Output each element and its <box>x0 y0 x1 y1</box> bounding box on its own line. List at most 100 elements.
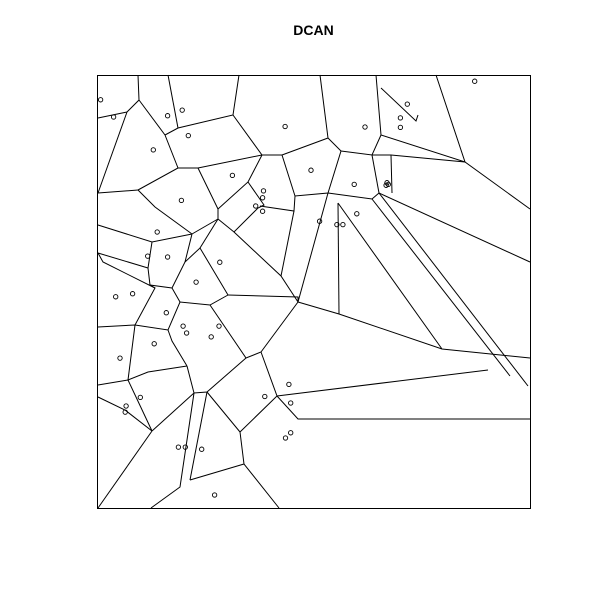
site-point <box>122 409 128 415</box>
site-point <box>164 254 171 260</box>
voronoi-edge <box>378 192 531 263</box>
site-point <box>216 323 222 329</box>
site-point <box>150 147 156 153</box>
site-point <box>286 381 292 388</box>
site-point <box>182 444 188 450</box>
site-point <box>199 446 205 452</box>
voronoi-edge <box>371 154 380 194</box>
site-point <box>211 492 218 498</box>
site-point <box>208 334 214 340</box>
site-point <box>262 393 268 400</box>
voronoi-edge <box>281 137 342 197</box>
voronoi-edge <box>97 111 128 194</box>
voronoi-edge <box>126 74 140 113</box>
voronoi-edge <box>150 392 195 509</box>
voronoi-edge <box>97 189 139 194</box>
site-point <box>259 208 266 214</box>
site-point <box>217 259 223 265</box>
voronoi-edge <box>184 247 229 296</box>
voronoi-edge <box>97 252 149 269</box>
site-point <box>404 101 410 107</box>
voronoi-edge <box>97 430 153 509</box>
voronoi-edge <box>137 134 179 191</box>
voronoi-edge <box>209 301 299 359</box>
site-point <box>229 172 236 179</box>
chart-title: DCAN <box>293 22 334 38</box>
site-point <box>472 78 478 84</box>
voronoi-edge <box>167 329 188 367</box>
site-point <box>154 229 160 235</box>
site-point <box>334 221 340 228</box>
voronoi-edge <box>147 241 173 289</box>
site-point <box>183 330 190 336</box>
plot-frame <box>97 75 531 509</box>
site-point <box>288 400 294 406</box>
voronoi-edge <box>164 74 240 136</box>
site-point <box>179 107 185 113</box>
site-point <box>164 113 171 119</box>
voronoi-edge <box>297 301 531 359</box>
site-point <box>151 341 157 347</box>
voronoi-edge <box>127 324 188 381</box>
voronoi-edge <box>378 192 529 387</box>
site-point <box>260 188 267 194</box>
voronoi-edge <box>276 395 530 420</box>
site-point <box>282 435 289 441</box>
voronoi-edge <box>191 218 219 235</box>
site-point <box>253 203 259 209</box>
voronoi-edge <box>151 392 195 432</box>
voronoi-edge <box>138 99 166 136</box>
site-point <box>97 97 104 103</box>
voronoi-edge <box>227 294 299 302</box>
site-point <box>163 310 169 316</box>
voronoi-edge <box>97 379 129 386</box>
voronoi-edge <box>97 294 229 331</box>
voronoi-edge <box>276 369 489 397</box>
voronoi-edge <box>259 195 296 212</box>
site-point <box>178 197 185 204</box>
voronoi-edge <box>178 154 263 169</box>
voronoi-edge <box>281 74 329 156</box>
voronoi-edge <box>337 202 340 315</box>
site-point <box>354 211 360 217</box>
site-points <box>97 78 478 498</box>
voronoi-edge <box>217 181 265 233</box>
voronoi-edge <box>327 192 380 200</box>
voronoi-edge <box>280 210 295 277</box>
voronoi-edge <box>233 231 299 303</box>
voronoi-edge <box>390 154 393 194</box>
voronoi-edge <box>232 114 282 156</box>
voronoi-edge <box>380 74 466 163</box>
site-point <box>340 221 346 228</box>
voronoi-edge <box>127 379 153 432</box>
site-point <box>385 181 391 188</box>
voronoi-edge <box>167 74 179 129</box>
voronoi-edge <box>189 463 245 481</box>
voronoi-edge <box>340 74 382 156</box>
site-point <box>397 124 404 131</box>
site-point <box>282 123 288 130</box>
voronoi-edge <box>380 87 419 122</box>
site-point <box>185 132 191 139</box>
site-point <box>259 195 266 201</box>
voronoi-edge <box>149 284 156 289</box>
site-point <box>113 294 119 300</box>
site-point <box>180 323 186 329</box>
voronoi-edge <box>206 391 280 509</box>
voronoi-edge <box>337 202 443 350</box>
voronoi-edge <box>239 351 278 433</box>
site-point <box>110 114 117 120</box>
voronoi-edge <box>372 154 531 210</box>
site-point <box>351 181 357 188</box>
site-point <box>193 279 199 285</box>
voronoi-edge <box>199 218 219 249</box>
voronoi-edge <box>186 357 247 394</box>
voronoi-edge <box>137 189 193 235</box>
site-point <box>129 291 136 297</box>
voronoi-edge <box>97 224 193 243</box>
site-point <box>316 218 323 224</box>
voronoi-edge <box>371 198 511 377</box>
site-point <box>137 394 143 401</box>
voronoi-edges <box>97 74 531 509</box>
